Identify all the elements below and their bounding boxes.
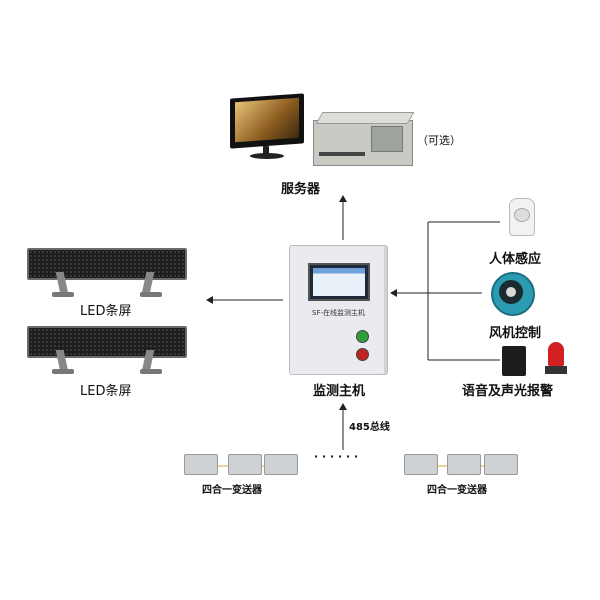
human-sensor-label: 人体感应 bbox=[489, 252, 542, 267]
alarm-label: 语音及声光报警 bbox=[462, 384, 554, 399]
red-indicator-button bbox=[356, 348, 369, 361]
host-panel-text: SF-在线监测主机 bbox=[312, 309, 365, 317]
monitor-image bbox=[230, 93, 306, 160]
monitor-host-label: 监测主机 bbox=[313, 384, 366, 399]
bus-label: 485总线 bbox=[349, 422, 390, 433]
fan-control-label: 风机控制 bbox=[489, 326, 542, 341]
human-sensor-image bbox=[509, 198, 535, 238]
monitor-host-cabinet: SF-在线监测主机 bbox=[289, 245, 388, 375]
alarm-light-image bbox=[545, 342, 567, 376]
transmitter-left-label: 四合一变送器 bbox=[202, 485, 262, 496]
industrial-pc-image bbox=[313, 112, 415, 166]
fan-image bbox=[489, 272, 537, 316]
led-bar-bottom-label: LED条屏 bbox=[80, 384, 132, 399]
ellipsis-dots: · · · · · · bbox=[314, 450, 359, 463]
transmitter-right-label: 四合一变送器 bbox=[427, 485, 487, 496]
server-label: 服务器 bbox=[281, 182, 321, 197]
green-indicator-button bbox=[356, 330, 369, 343]
speaker-image bbox=[502, 346, 526, 376]
optional-label: （可选） bbox=[417, 134, 461, 147]
host-screen bbox=[308, 263, 370, 301]
led-bar-top-label: LED条屏 bbox=[80, 304, 132, 319]
